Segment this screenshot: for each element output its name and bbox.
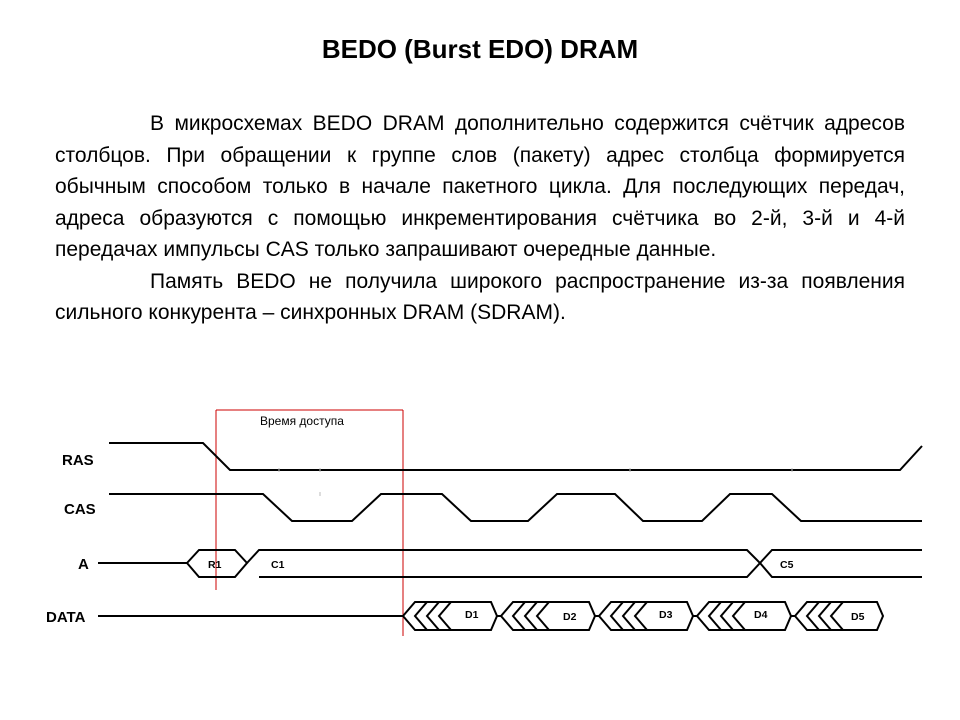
data-segment-d2: D2 <box>563 611 577 623</box>
data-label: DATA <box>46 609 86 626</box>
ras-waveform <box>109 442 923 471</box>
paragraph-1: В микросхемах BEDO DRAM дополнительно со… <box>55 112 905 261</box>
data-bus <box>98 601 885 631</box>
body-text: В микросхемах BEDO DRAM дополнительно со… <box>55 108 905 329</box>
paragraph-2: Память BEDO не получила широкого распрос… <box>55 269 905 325</box>
data-segment-d5: D5 <box>851 611 865 623</box>
access-time-window: Время доступа <box>215 409 404 636</box>
data-segment-d1: D1 <box>465 609 479 621</box>
addr-label: A <box>78 556 89 573</box>
addr-segment-r1: R1 <box>208 559 222 571</box>
access-time-label: Время доступа <box>260 414 344 428</box>
address-bus <box>98 549 922 578</box>
ras-label: RAS <box>62 452 94 469</box>
data-segment-d4: D4 <box>754 609 768 621</box>
addr-segment-c5: C5 <box>780 559 794 571</box>
slide-title: BEDO (Burst EDO) DRAM <box>321 34 639 64</box>
cas-label: CAS <box>64 501 96 518</box>
data-segment-d3: D3 <box>659 609 673 621</box>
cas-waveform <box>109 493 922 522</box>
addr-segment-c1: C1 <box>271 559 285 571</box>
